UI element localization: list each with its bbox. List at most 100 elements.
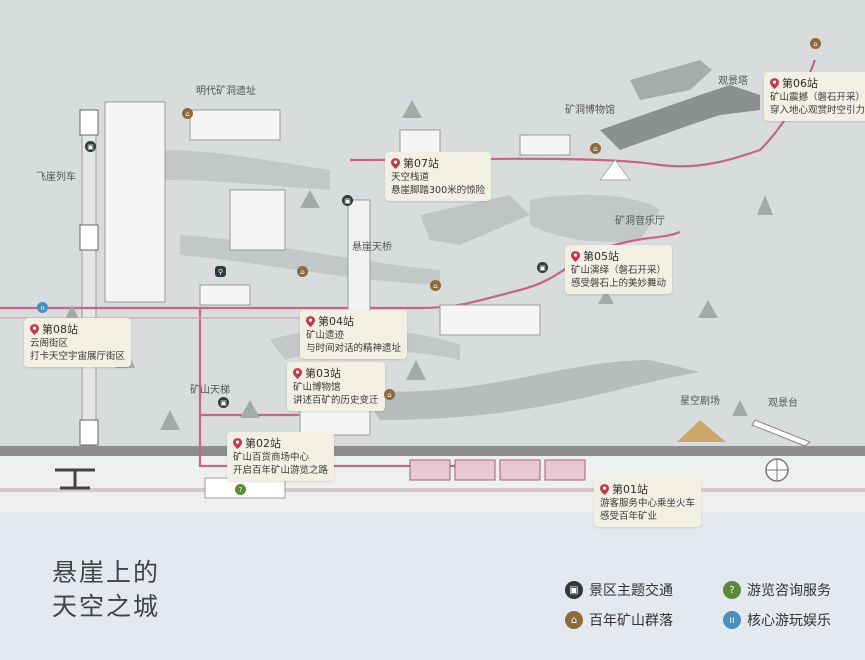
small-building xyxy=(199,284,251,306)
stop-07-desc-1: 天空栈道 xyxy=(391,172,430,183)
ming-ruins-buildings xyxy=(189,109,281,141)
stop-04-label[interactable]: 第04站 矿山遗迹 与时间对话的精神遗址 xyxy=(300,310,408,359)
stop-02-number: 第02站 xyxy=(245,437,281,450)
stop-06-desc-1: 矿山震撼（磐石开采） xyxy=(770,92,865,103)
mine-relic-buildings xyxy=(439,304,541,336)
feilai-train-car-top xyxy=(79,109,99,136)
feilai-train-track xyxy=(81,119,97,447)
place-glass-house: 观景塔 xyxy=(718,72,748,87)
mine-icon[interactable]: ⌂ xyxy=(182,108,193,119)
place-glass-house-label: 观景塔 xyxy=(718,76,748,87)
stop-03-desc-2: 讲述百矿的历史变迁 xyxy=(293,395,379,406)
place-viewing-deck-label: 观景台 xyxy=(768,398,798,409)
road-junction xyxy=(55,468,95,490)
location-pin-icon xyxy=(293,367,302,379)
mine-icon[interactable]: ⌂ xyxy=(810,38,821,49)
location-pin-icon xyxy=(600,483,609,495)
mine-icon[interactable]: ⌂ xyxy=(384,389,395,400)
place-mine-museum: 矿洞博物馆 xyxy=(565,101,615,116)
transit-icon[interactable]: ▣ xyxy=(342,195,353,206)
legend-fun: ıı 核心游玩娱乐 xyxy=(723,610,831,630)
legend-fun-label: 核心游玩娱乐 xyxy=(747,613,831,629)
stop-02-desc-2: 开启百年矿山游览之路 xyxy=(233,465,329,476)
stop-04-number: 第04站 xyxy=(318,315,354,328)
stop-03-label[interactable]: 第03站 矿山博物馆 讲述百矿的历史变迁 xyxy=(287,362,385,411)
place-mine-stairs-label: 矿山天梯 xyxy=(190,385,230,396)
mine-icon[interactable]: ⌂ xyxy=(590,143,601,154)
mine-tunnel-upper xyxy=(630,60,712,100)
mine-icon[interactable]: ⌂ xyxy=(297,266,308,277)
place-sky-bridge: 悬崖天桥 xyxy=(352,238,392,253)
stop-01-label[interactable]: 第01站 游客服务中心乘坐火车 感受百年矿业 xyxy=(594,478,702,527)
stop-05-desc-1: 矿山演绎（磐石开采） xyxy=(571,265,667,276)
stop-06-number: 第06站 xyxy=(782,77,818,90)
mine-icon[interactable]: ⌂ xyxy=(430,280,441,291)
info-icon[interactable]: ? xyxy=(235,484,246,495)
map-title-line-1: 悬崖上的 xyxy=(52,558,161,587)
water-area xyxy=(0,512,865,660)
stop-04-desc-1: 矿山遗迹 xyxy=(306,330,345,341)
museum-hall xyxy=(299,409,371,436)
feilai-train-car-bottom xyxy=(79,419,99,446)
place-ming-ruins: 明代矿洞遗址 xyxy=(196,82,256,97)
stop-06-desc-2: 穿入地心观赏时空引力 xyxy=(770,105,865,116)
location-pin-icon xyxy=(233,437,242,449)
map-title-line-2: 天空之城 xyxy=(52,592,161,621)
map-title: 悬崖上的 天空之城 xyxy=(52,556,160,624)
stop-03-desc-1: 矿山博物馆 xyxy=(293,382,341,393)
restroom-icon[interactable]: ⚲ xyxy=(215,266,226,277)
location-pin-icon xyxy=(306,315,315,327)
stop-07-label[interactable]: 第07站 天空栈道 悬崖脚踏300米的惊险 xyxy=(385,152,492,201)
location-pin-icon xyxy=(770,77,779,89)
stop-02-label[interactable]: 第02站 矿山百货商场中心 开启百年矿山游览之路 xyxy=(227,432,335,481)
stop-06-label[interactable]: 第06站 矿山震撼（磐石开采） 穿入地心观赏时空引力 xyxy=(764,72,865,121)
place-ming-ruins-label: 明代矿洞遗址 xyxy=(196,86,256,97)
fun-icon: ıı xyxy=(723,611,741,629)
stop-05-number: 第05站 xyxy=(583,250,619,263)
rail-line xyxy=(0,488,865,492)
cliff-buildings xyxy=(104,101,166,303)
cable-car-area xyxy=(420,195,530,245)
stop-07-number: 第07站 xyxy=(403,157,439,170)
star-platform-stage xyxy=(677,420,726,442)
feilai-train-car-mid xyxy=(79,224,99,251)
place-feilai-train-label: 飞崖列车 xyxy=(36,172,76,183)
stop-05-label[interactable]: 第05站 矿山演绎（磐石开采） 感受磐石上的美妙舞动 xyxy=(565,245,673,294)
sky-bridge-tower xyxy=(347,199,371,321)
transit-icon[interactable]: ▣ xyxy=(218,397,229,408)
transit-icon[interactable]: ▣ xyxy=(85,141,96,152)
stop-08-number: 第08站 xyxy=(42,323,78,336)
main-road xyxy=(0,446,865,456)
place-mine-stairs: 矿山天梯 xyxy=(190,381,230,396)
stop-01-number: 第01站 xyxy=(612,483,648,496)
stop-03-number: 第03站 xyxy=(305,367,341,380)
place-star-platform-label: 星空剧场 xyxy=(680,396,720,407)
transit-icon[interactable]: ▣ xyxy=(537,262,548,273)
legend-info-label: 游览咨询服务 xyxy=(747,583,831,599)
place-mine-concert: 矿洞音乐厅 xyxy=(615,212,665,227)
stop-04-desc-2: 与时间对话的精神遗址 xyxy=(306,343,402,354)
place-sky-bridge-label: 悬崖天桥 xyxy=(352,242,392,253)
place-viewing-deck: 观景台 xyxy=(768,394,798,409)
legend-info: ? 游览咨询服务 xyxy=(723,580,831,600)
stop-01-desc-2: 感受百年矿业 xyxy=(600,511,658,522)
fun-icon[interactable]: ıı xyxy=(37,302,48,313)
viewing-deck-ramp xyxy=(751,419,811,447)
location-pin-icon xyxy=(391,157,400,169)
stop-08-label[interactable]: 第08站 云阁街区 打卡天空宇宙展厅街区 xyxy=(24,318,132,367)
terrain-band-2 xyxy=(180,235,440,285)
place-feilai-train: 飞崖列车 xyxy=(36,168,76,183)
info-icon: ? xyxy=(723,581,741,599)
mine-tunnel-network xyxy=(600,85,760,150)
legend-transit: ▣ 景区主题交通 xyxy=(565,580,673,600)
stop-08-desc-1: 云阁街区 xyxy=(30,338,69,349)
mine-icon: ⌂ xyxy=(565,611,583,629)
legend-mine: ⌂ 百年矿山群落 xyxy=(565,610,673,630)
mine-concert-hall-ground xyxy=(530,194,660,242)
place-star-platform: 星空剧场 xyxy=(680,392,720,407)
stop-02-desc-1: 矿山百货商场中心 xyxy=(233,452,310,463)
glass-tent xyxy=(599,159,631,181)
mid-buildings xyxy=(229,189,286,251)
